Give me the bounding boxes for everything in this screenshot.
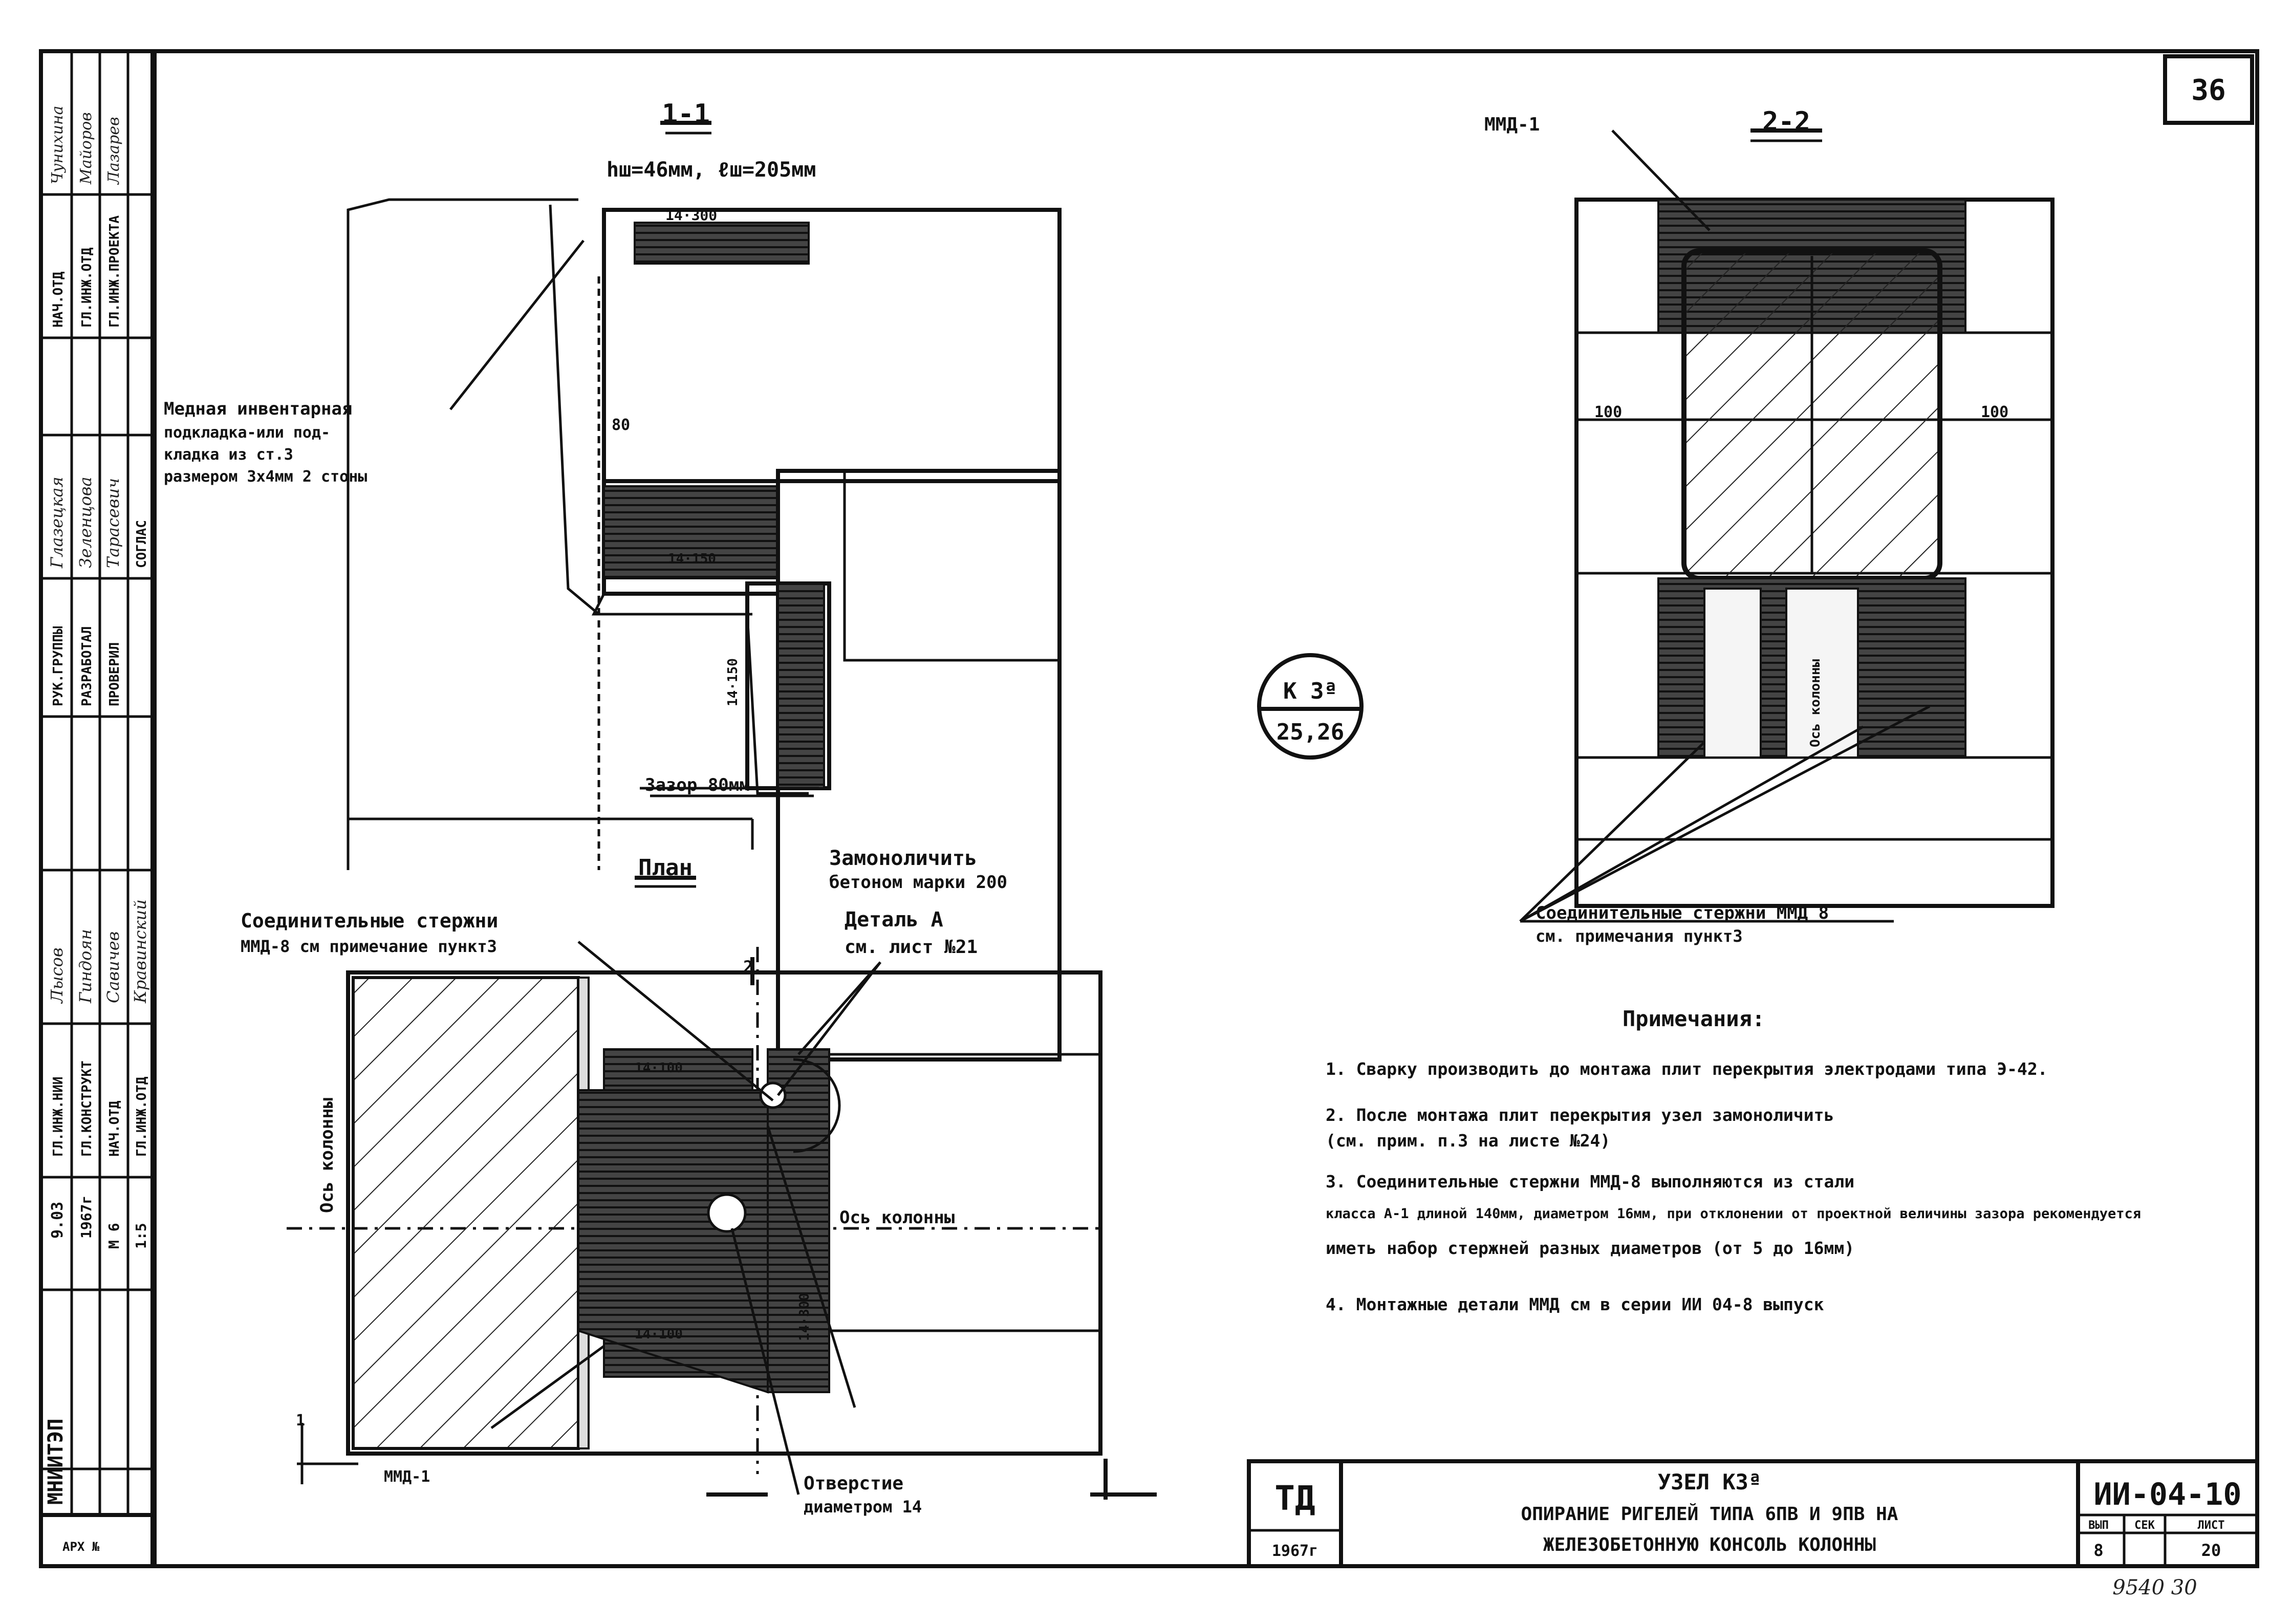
archive-number: 9540 30	[2112, 1576, 2197, 1599]
weld-label: hш=46мм, ℓш=205мм	[607, 158, 816, 182]
plan	[287, 876, 1157, 1500]
plan-hole-2: диаметром 14	[804, 1497, 922, 1517]
stamp-date-label: 9.03	[49, 1202, 67, 1239]
stamp-name-3: Савичев	[103, 932, 123, 1003]
section-2-2-title: 2-2	[1762, 106, 1810, 137]
top-dim-label: 14·300	[665, 207, 717, 224]
outer-frame	[39, 49, 2259, 1568]
title-line-2: ОПИРАНИЕ РИГЕЛЕЙ ТИПА 6ПВ И 9ПВ НА	[1521, 1503, 1898, 1525]
title-block-section-label: СЕК	[2134, 1519, 2155, 1532]
title-block-issue-value: 8	[2093, 1541, 2103, 1560]
section-2-2-mmd: ММД-1	[1484, 114, 1540, 135]
title-block-td: ТД	[1274, 1479, 1315, 1518]
stamp-name-10: Лазарев	[105, 117, 123, 185]
notes-title: Примечания:	[1623, 1006, 1765, 1031]
page-number: 36	[2191, 74, 2225, 107]
plan-rods-2: ММД-8 см примечание пункт3	[241, 937, 497, 956]
plan-dim-bottom: 14·100	[635, 1327, 683, 1342]
plan-title: План	[638, 855, 693, 881]
plan-cut-label-2: 2	[743, 957, 753, 977]
title-block-sheet-value: 20	[2201, 1541, 2221, 1560]
title-block	[1247, 1459, 2259, 1568]
note-3: 3. Соединительные стержни ММД-8 выполняю…	[1326, 1172, 1854, 1192]
copper-note-4: размером 3х4мм 2 стоны	[164, 468, 367, 486]
plan-hole-1: Отверстие	[804, 1473, 903, 1494]
stamp-name-4: Кравинский	[131, 899, 150, 1004]
copper-note-3: кладка из ст.3	[164, 446, 293, 464]
plan-cut-label: 1	[296, 1412, 305, 1430]
stamp-name-2: Гиндоян	[76, 929, 95, 1004]
stamp-role-5: РУК.ГРУППЫ	[51, 626, 66, 706]
note-3c: иметь набор стержней разных диаметров (о…	[1326, 1238, 1854, 1258]
title-line-3: ЖЕЛЕЗОБЕТОННУЮ КОНСОЛЬ КОЛОННЫ	[1543, 1534, 1876, 1555]
title-block-sheet-label: ЛИСТ	[2198, 1519, 2225, 1532]
stamp-name-6: Зеленцова	[76, 477, 95, 568]
stamp-scale-value: 1:5	[133, 1223, 149, 1249]
title-block-year: 1967г	[1272, 1542, 1318, 1560]
copper-note-1: Медная инвентарная	[164, 399, 352, 419]
plan-monolith-2: бетоном марки 200	[829, 872, 1007, 893]
section-1-1	[347, 121, 1062, 1062]
stamp-role-8: НАЧ.ОТД	[51, 271, 66, 328]
stamp-date-value: 1967г	[78, 1196, 95, 1239]
stamp-role-10: ГЛ.ИНЖ.ПРОЕКТА	[107, 215, 122, 328]
plan-dim-top: 14·100	[635, 1060, 683, 1076]
title-block-issue-label: ВЫП	[2088, 1519, 2109, 1532]
stamp-scale-label: М 6	[105, 1223, 122, 1249]
stamp-name-8: Чунихина	[49, 105, 67, 184]
section-2-2-axis: Ось колонны	[1808, 659, 1823, 747]
copper-note-2: подкладка-или под-	[164, 424, 330, 442]
plan-axis-right: Ось колонны	[839, 1207, 955, 1228]
stamp-name-7: Тарасевич	[103, 478, 123, 568]
plan-axis-left: Ось колонны	[317, 1098, 337, 1213]
plan-detail-1: Деталь А	[845, 908, 943, 932]
note-2: 2. После монтажа плит перекрытия узел за…	[1326, 1105, 1834, 1125]
section-2-2-dim-left: 100	[1594, 403, 1622, 421]
plan-rods-1: Соединительные стержни	[241, 910, 498, 932]
note-1: 1. Сварку производить до монтажа плит пе…	[1326, 1059, 2048, 1079]
left-stamp	[41, 51, 154, 1517]
stamp-arch-label: АРХ №	[62, 1540, 100, 1554]
title-line-1: УЗЕЛ К3ª	[1658, 1469, 1761, 1495]
note-4: 4. Монтажные детали ММД см в серии ИИ 04…	[1326, 1294, 1824, 1314]
section-2-2-rods-2: см. примечания пункт3	[1536, 926, 1743, 946]
note-3b: класса А-1 длиной 140мм, диаметром 16мм,…	[1326, 1206, 2141, 1222]
title-block-series: ИИ-04-10	[2094, 1477, 2242, 1512]
plan-detail-2: см. лист №21	[845, 937, 978, 958]
stamp-role-6: РАЗРАБОТАЛ	[79, 626, 95, 706]
stamp-agreed: СОГЛАС	[134, 520, 149, 568]
bottom-dim-label: 14·150	[668, 551, 716, 567]
gap-label: Зазор 80мм	[645, 775, 750, 795]
mid-dim-label: 80	[612, 416, 630, 434]
section-2-2-dim-right: 100	[1981, 403, 2008, 421]
plan-dim-side: 14·300	[797, 1293, 812, 1341]
node-circle-top: К 3ª	[1283, 678, 1337, 704]
section-2-2	[1519, 128, 2055, 923]
page-number-box	[2163, 54, 2254, 125]
stamp-role-7: ПРОВЕРИЛ	[107, 642, 122, 706]
stamp-name-5: Глазецкая	[47, 477, 67, 569]
section-2-2-rods-1: Соединительные стержни ММД 8	[1536, 903, 1829, 923]
stamp-role-1: ГЛ.ИНЖ.НИИ	[51, 1076, 66, 1157]
stamp-name-1: Лысов	[47, 947, 67, 1004]
bottom-dim2-label: 14·150	[725, 658, 741, 706]
note-2b: (см. прим. п.3 на листе №24)	[1326, 1131, 1610, 1151]
stamp-name-9: Майоров	[77, 112, 95, 185]
node-circle	[1257, 653, 1364, 760]
stamp-role-9: ГЛ.ИНЖ.ОТД	[79, 247, 95, 328]
stamp-role-3: НАЧ.ОТД	[107, 1100, 122, 1157]
plan-monolith-1: Замоноличить	[829, 847, 977, 870]
stamp-role-4: ГЛ.ИНЖ.ОТД	[134, 1076, 149, 1157]
stamp-texts: МНИИТЭП 9.03 1967г М 6 1:5 АРХ № ГЛ.ИНЖ.…	[44, 105, 150, 1554]
stamp-org: МНИИТЭП	[44, 1418, 68, 1505]
section-1-1-title: 1-1	[662, 99, 710, 129]
plan-mmd: ММД-1	[384, 1468, 430, 1486]
stamp-role-2: ГЛ.КОНСТРУКТ	[79, 1060, 95, 1157]
node-circle-bottom: 25,26	[1277, 719, 1344, 745]
